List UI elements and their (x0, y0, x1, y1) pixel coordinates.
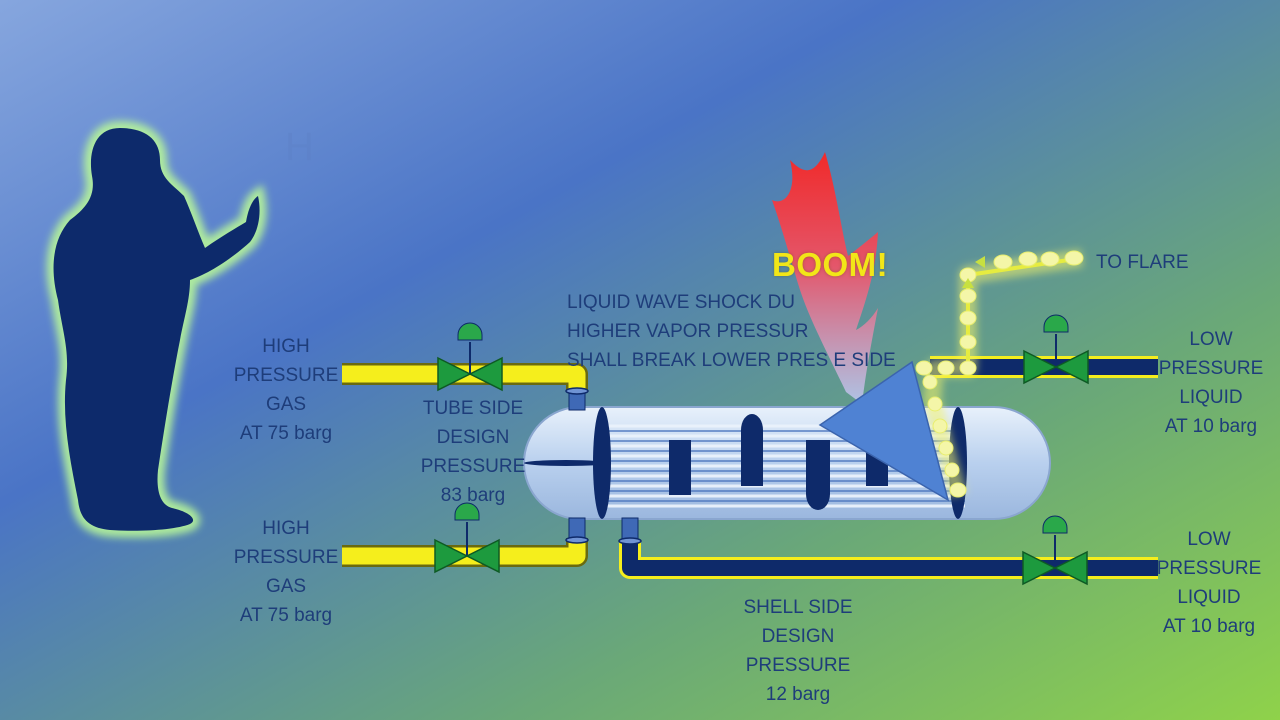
impact-arrow-icon (818, 360, 950, 502)
low-pressure-liquid-line-bottom (619, 540, 1158, 579)
valve-high-gas-bottom (434, 502, 500, 574)
label-line: HIGH (262, 336, 310, 357)
label-line: DESIGN (436, 427, 510, 448)
nozzle-shell-outlet (621, 517, 639, 541)
high-pressure-gas-label-bottom: HIGH PRESSURE GAS AT 75 barg (211, 514, 361, 630)
valve-actuator-icon (457, 322, 483, 341)
label-line: TUBE SIDE (422, 398, 524, 419)
explosion-burst-icon (772, 152, 878, 404)
label-line: LOW (1187, 529, 1231, 550)
label-line: PRESSURE (1156, 558, 1262, 579)
label-line: AT 75 barg (239, 423, 333, 444)
baffle (741, 414, 763, 486)
label-line: GAS (265, 576, 307, 597)
label-line: LIQUID (1177, 587, 1241, 608)
liquid-wave-shock-note: LIQUID WAVE SHOCK DU HIGHER VAPOR PRESSU… (567, 288, 896, 375)
label-line: PRESSURE (745, 655, 851, 676)
person-pointing-silhouette-icon (46, 120, 267, 538)
label-line: GAS (265, 394, 307, 415)
label-line: LIQUID (1179, 387, 1243, 408)
low-pressure-liquid-label-bottom: LOW PRESSURE LIQUID AT 10 barg (1144, 525, 1274, 641)
label-line: PRESSURE (233, 365, 339, 386)
label-line: AT 75 barg (239, 605, 333, 626)
high-pressure-gas-line-top (342, 363, 588, 392)
label-line: LIQUID WAVE SHOCK DU (567, 292, 796, 313)
low-pressure-liquid-label-top: LOW PRESSURE LIQUID AT 10 barg (1146, 325, 1276, 441)
shell-side-design-pressure-label: SHELL SIDE DESIGN PRESSURE 12 barg (723, 593, 873, 709)
label-line: 12 barg (765, 684, 831, 705)
label-line: SHALL BREAK LOWER PRES E SIDE (567, 350, 896, 371)
valve-high-gas-top (437, 322, 503, 392)
high-pressure-gas-label-top: HIGH PRESSURE GAS AT 75 barg (211, 332, 361, 448)
label-line: LOW (1189, 329, 1233, 350)
label-line: AT 10 barg (1164, 416, 1258, 437)
tube-side-design-pressure-label: TUBE SIDE DESIGN PRESSURE 83 barg (398, 394, 548, 510)
faded-title: H (285, 125, 314, 169)
gate-valve-icon (437, 356, 472, 392)
high-pressure-gas-line-bottom (342, 538, 588, 567)
valve-actuator-icon (454, 502, 480, 521)
gate-valve-icon (434, 538, 469, 574)
label-line: DESIGN (761, 626, 835, 647)
baffle (669, 440, 691, 495)
label-line: AT 10 barg (1162, 616, 1256, 637)
gate-valve-icon (1022, 550, 1057, 586)
label-line: HIGH (262, 518, 310, 539)
baffle (806, 440, 830, 510)
to-flare-label: TO FLARE (1096, 252, 1189, 273)
label-line: 83 barg (440, 485, 506, 506)
valve-actuator-icon (1043, 314, 1069, 333)
label-line: SHELL SIDE (743, 597, 853, 618)
nozzle-tube-outlet (568, 517, 586, 539)
valve-low-liquid-top (1023, 314, 1089, 385)
boom-label: BOOM! (772, 246, 889, 283)
label-line: PRESSURE (233, 547, 339, 568)
valve-actuator-icon (1042, 515, 1068, 534)
flare-line (915, 249, 1084, 498)
valve-low-liquid-bottom (1022, 515, 1088, 586)
label-line: PRESSURE (1158, 358, 1264, 379)
pass-partition (524, 460, 608, 466)
gate-valve-icon (1023, 349, 1058, 385)
label-line: HIGHER VAPOR PRESSUR (567, 321, 809, 342)
label-line: PRESSURE (420, 456, 526, 477)
